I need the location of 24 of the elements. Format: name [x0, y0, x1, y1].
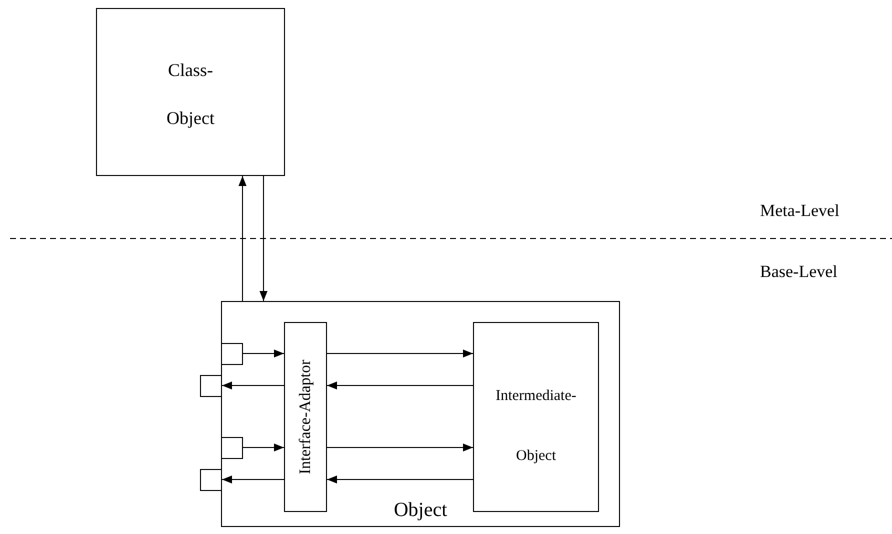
arrow [326, 350, 474, 358]
node-label: Class- Object [166, 59, 216, 130]
node-label: Object [392, 499, 448, 522]
arrow [326, 382, 474, 390]
arrow [326, 444, 474, 452]
port-box [200, 375, 222, 397]
arrow [242, 350, 284, 358]
node-label: Interface-Adaptor [296, 360, 314, 474]
interface-adaptor-box [284, 322, 327, 512]
level-label: Base-Level [760, 262, 838, 282]
port-box [221, 343, 243, 365]
arrow [238, 176, 246, 302]
level-label: Meta-Level [760, 201, 840, 221]
intermediate-object-box [473, 322, 599, 512]
node-label: Intermediate- Object [494, 387, 578, 466]
arrow [242, 444, 284, 452]
arrow [222, 382, 284, 390]
arrow [222, 476, 284, 484]
class-object-box [96, 8, 285, 176]
object-box [221, 301, 620, 527]
arrow [326, 476, 474, 484]
arrow [260, 176, 268, 302]
port-box [200, 469, 222, 491]
port-box [221, 437, 243, 459]
